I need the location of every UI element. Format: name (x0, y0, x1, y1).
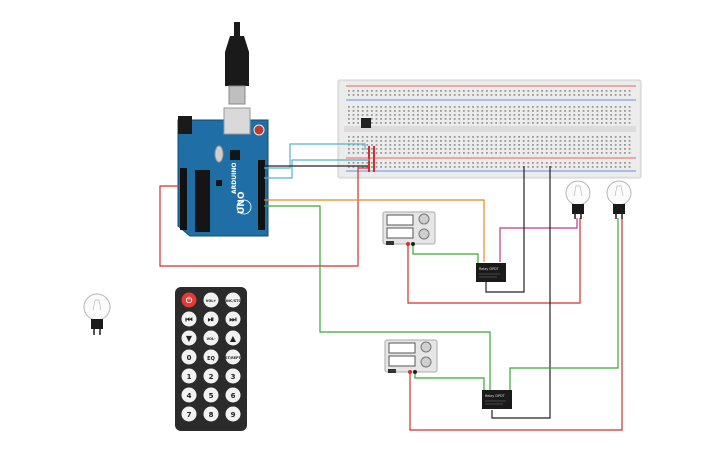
wire-black-relay-bottom (491, 166, 551, 419)
usb-cable (234, 22, 240, 36)
arduino-model-label: UNO (237, 191, 247, 214)
wire-green-bulb-right (509, 218, 619, 390)
wire-orange-signal (264, 199, 485, 262)
power-icon: ⏻ (186, 296, 193, 305)
remote-button-5[interactable]: 5 (203, 387, 219, 403)
up-icon: ▲ (230, 334, 237, 343)
remote-button-label: 5 (209, 392, 214, 400)
remote-button-7[interactable]: 7 (181, 406, 197, 422)
breadboard-component[interactable] (361, 118, 371, 128)
remote-button-label: EQ (207, 356, 215, 362)
remote-button-power[interactable]: ⏻ (181, 292, 197, 308)
breadboard-holes (348, 90, 631, 168)
wire-black-relay-top (485, 166, 525, 293)
remote-button-label: ST/REPT (225, 356, 241, 360)
remote-button-9[interactable]: 9 (225, 406, 241, 422)
ir-remote[interactable]: ⏻ VOL+ FUNC/STOP ⏮ ⏯ ⏭ ▼ VOL- ▲ 0 EQ ST/REPT 1 2 3 4 5 6 7… (175, 287, 247, 431)
remote-button-label: 6 (231, 392, 236, 400)
relay-top-label: Relay DPDT (479, 267, 500, 271)
remote-button-play-pause[interactable]: ⏯ (203, 311, 219, 327)
bulb-standalone[interactable] (83, 293, 111, 335)
power-supply-bottom[interactable] (384, 339, 438, 374)
remote-button-label: FUNC/STOP (222, 299, 244, 303)
arduino-brand-label: ARDUINO (231, 163, 238, 194)
usb-port[interactable] (223, 107, 251, 135)
remote-button-6[interactable]: 6 (225, 387, 241, 403)
wire-red-psu-bottom (409, 218, 623, 431)
remote-button-2[interactable]: 2 (203, 368, 219, 384)
psu-display-voltage (386, 214, 414, 226)
psu-knob-current[interactable] (418, 228, 430, 240)
wire-red-psu-top (407, 218, 581, 304)
prev-icon: ⏮ (185, 315, 192, 324)
wire-green-psu-top (412, 244, 479, 266)
psu-switch[interactable] (386, 241, 394, 245)
arduino-uno[interactable]: ARDUINO UNO (177, 22, 269, 237)
relay-bottom-label: Relay DPDT (485, 394, 506, 398)
remote-button-1[interactable]: 1 (181, 368, 197, 384)
remote-button-label: 0 (187, 354, 192, 362)
remote-button-vol-[interactable]: VOL+ (203, 292, 219, 308)
psu-knob-voltage[interactable] (420, 341, 432, 353)
next-icon: ⏭ (229, 315, 237, 324)
relay-bottom[interactable]: Relay DPDT (482, 390, 512, 409)
remote-button-0[interactable]: 0 (181, 349, 197, 365)
remote-button-label: 3 (231, 373, 236, 381)
remote-button-up[interactable]: ▲ (225, 330, 241, 346)
psu-display-current (388, 355, 416, 367)
reset-button[interactable] (253, 124, 265, 136)
remote-button-func-stop[interactable]: FUNC/STOP (222, 292, 244, 308)
power-jack[interactable] (178, 116, 192, 134)
psu-switch[interactable] (388, 369, 396, 373)
pin-header-digital[interactable] (258, 160, 265, 230)
remote-button-label: VOL- (206, 337, 216, 341)
remote-button-label: 4 (187, 392, 192, 400)
remote-button-4[interactable]: 4 (181, 387, 197, 403)
play-pause-icon: ⏯ (208, 315, 214, 324)
bulb-left-top[interactable] (565, 180, 591, 219)
remote-button-8[interactable]: 8 (203, 406, 219, 422)
remote-button-label: 1 (187, 373, 192, 381)
psu-knob-current[interactable] (420, 356, 432, 368)
psu-knob-voltage[interactable] (418, 213, 430, 225)
remote-button-eq[interactable]: EQ (203, 349, 219, 365)
down-icon: ▼ (186, 334, 193, 343)
remote-button-st-rept[interactable]: ST/REPT (225, 349, 242, 365)
power-supply-top[interactable] (382, 211, 436, 246)
remote-button-next[interactable]: ⏭ (225, 311, 241, 327)
wires (159, 143, 623, 431)
wire-teal-1 (264, 143, 366, 169)
wire-green-psu-bottom (414, 372, 485, 392)
remote-button-label: 2 (209, 373, 214, 381)
remote-button-vol-[interactable]: VOL- (203, 330, 219, 346)
atmega-chip (195, 170, 210, 232)
wire-red-power-loop (159, 167, 370, 267)
remote-button-label: VOL+ (206, 299, 217, 303)
remote-button-3[interactable]: 3 (225, 368, 241, 384)
remote-button-prev[interactable]: ⏮ (181, 311, 197, 327)
remote-button-label: 7 (187, 411, 192, 419)
psu-display-current (386, 227, 414, 239)
pin-header-analog[interactable] (180, 168, 187, 230)
wire-magenta (499, 218, 578, 262)
psu-display-voltage (388, 342, 416, 354)
breadboard[interactable] (337, 79, 642, 179)
remote-button-label: 8 (209, 411, 214, 419)
bulb-right-top[interactable] (606, 180, 632, 219)
remote-button-down[interactable]: ▼ (181, 330, 197, 346)
wire-green-signal (264, 205, 491, 390)
wire-teal-2 (264, 159, 370, 179)
breadboard-channel (344, 126, 636, 132)
remote-button-label: 9 (231, 411, 236, 419)
relay-top[interactable]: Relay DPDT (476, 263, 506, 282)
